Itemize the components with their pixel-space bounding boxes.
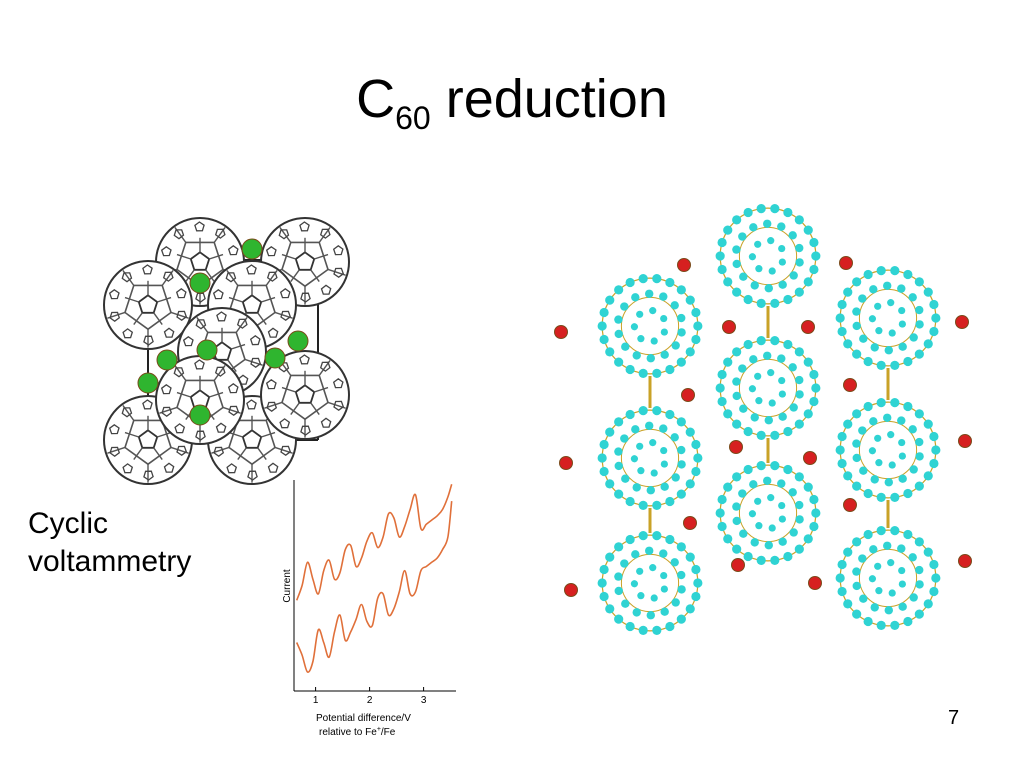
ion-green: [189, 272, 211, 294]
slide-title: C60 reduction: [0, 66, 1024, 151]
y-axis-label: Current: [282, 569, 293, 603]
ion-green: [241, 238, 263, 260]
c60-molecule: [260, 350, 350, 440]
c60-molecule: [103, 260, 193, 350]
ion-red: [803, 451, 817, 465]
c60-atom-model: [835, 266, 941, 370]
cv-series-line-2: [295, 483, 453, 601]
c60-atom-model: [597, 274, 703, 378]
c60-atom-model: [715, 461, 821, 565]
x-tick-label: 3: [421, 695, 427, 706]
ion-red: [801, 320, 815, 334]
c60-atom-model: [597, 406, 703, 510]
ion-red: [554, 325, 568, 339]
ion-green: [137, 372, 159, 394]
ion-red: [843, 498, 857, 512]
c60-atom-model: [835, 526, 941, 630]
caption: Cyclic voltammetry: [28, 505, 191, 581]
c60-atom-model: [715, 336, 821, 440]
ion-red: [683, 516, 697, 530]
ion-green: [189, 404, 211, 426]
cv-series-line-1: [295, 501, 453, 673]
caption-line-2: voltammetry: [28, 545, 192, 578]
ion-red: [731, 558, 745, 572]
page-number: 7: [948, 707, 960, 729]
ion-red: [958, 554, 972, 568]
ion-red: [808, 576, 822, 590]
ion-red: [564, 583, 578, 597]
ion-red: [955, 315, 969, 329]
caption-line-1: Cyclic: [28, 507, 108, 540]
ion-red: [681, 388, 695, 402]
ion-green: [156, 349, 178, 371]
c60-molecule: [155, 355, 245, 445]
c60-atom-model: [835, 398, 941, 502]
x-axis-label-2: relative to Fe+/Fe: [319, 726, 396, 738]
title-subscript: 60: [395, 100, 431, 136]
ion-red: [559, 456, 573, 470]
ion-green: [264, 347, 286, 369]
ion-green: [287, 330, 309, 352]
ion-red: [722, 320, 736, 334]
x-tick-label: 1: [313, 695, 319, 706]
c60-atom-model: [597, 531, 703, 635]
title-rest: reduction: [430, 69, 668, 129]
ion-red: [729, 440, 743, 454]
ion-red: [839, 256, 853, 270]
ion-green: [196, 339, 218, 361]
title-main: C: [356, 69, 396, 129]
ion-red: [958, 434, 972, 448]
ion-red: [843, 378, 857, 392]
c60-atom-model: [715, 204, 821, 308]
ion-red: [677, 258, 691, 272]
cyclic-voltammetry-chart: 1 2 3 Current Potential difference/V relat…: [282, 480, 456, 738]
x-tick-label: 2: [367, 695, 373, 706]
x-axis-label: Potential difference/V: [316, 713, 411, 724]
